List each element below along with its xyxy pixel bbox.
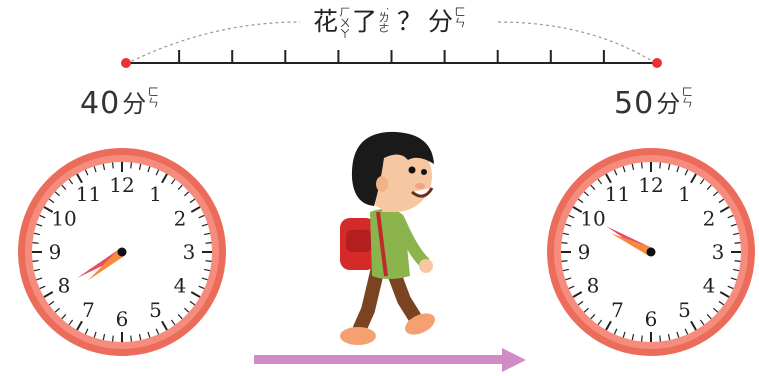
clock-number: 1 [149, 182, 162, 206]
clock-number: 9 [578, 240, 591, 264]
clock-number: 9 [49, 240, 62, 264]
start-unit: 分 [122, 90, 147, 118]
clock-number: 10 [580, 207, 605, 231]
start-unit-zhuyin: ㄈㄣ [146, 86, 160, 108]
duration-arc [125, 21, 301, 65]
clock-number: 8 [587, 274, 600, 298]
clock-number: 6 [116, 307, 129, 331]
clock-number: 2 [703, 207, 716, 231]
clock-number: 5 [678, 298, 691, 322]
clock-center [117, 247, 127, 257]
end-unit-zhuyin: ㄈㄣ [680, 86, 694, 108]
question-char-fen: 分 [428, 7, 454, 36]
timeline-start-dot [121, 58, 131, 68]
question-zhuyin-le: ˙ㄌㄜ [377, 6, 390, 34]
question-mark: ？ [397, 7, 423, 36]
timeline-end-dot [652, 58, 662, 68]
question-text: 花 ㄏㄨㄚ 了 ˙ㄌㄜ ？ 分 ㄈㄣ [290, 4, 490, 48]
clock-center [646, 247, 656, 257]
hour-hand [88, 248, 125, 281]
clock-number: 3 [183, 240, 196, 264]
end-time-label: 50 分 ㄈㄣ [614, 84, 694, 124]
question-zhuyin-fen: ㄈㄣ [453, 6, 467, 28]
end-minutes: 50 [614, 86, 655, 121]
hour-hand [611, 233, 653, 257]
clock-number: 2 [174, 207, 187, 231]
duration-arc-right [497, 21, 658, 65]
walking-child-illustration [340, 131, 435, 345]
clock-number: 10 [51, 207, 76, 231]
question-char-le: 了 [351, 7, 377, 36]
clock-number: 1 [678, 182, 691, 206]
start-minutes: 40 [80, 86, 121, 121]
clock-number: 12 [638, 173, 663, 197]
clock-number: 7 [82, 298, 95, 322]
direction-arrow [254, 348, 526, 372]
end-unit: 分 [656, 90, 681, 118]
clock-number: 7 [611, 298, 624, 322]
clock-number: 3 [712, 240, 725, 264]
clock-number: 12 [109, 173, 134, 197]
question-char-hua: 花 [312, 7, 338, 36]
clock-number: 11 [76, 182, 101, 206]
clock-number: 4 [703, 274, 716, 298]
start-time-label: 40 分 ㄈㄣ [80, 84, 160, 124]
clock-number: 5 [149, 298, 162, 322]
clock-number: 4 [174, 274, 187, 298]
question-zhuyin-hua: ㄏㄨㄚ [337, 6, 351, 39]
clock-number: 6 [645, 307, 658, 331]
timeline [126, 50, 657, 64]
clock-number: 11 [605, 182, 630, 206]
clock-number: 8 [58, 274, 71, 298]
